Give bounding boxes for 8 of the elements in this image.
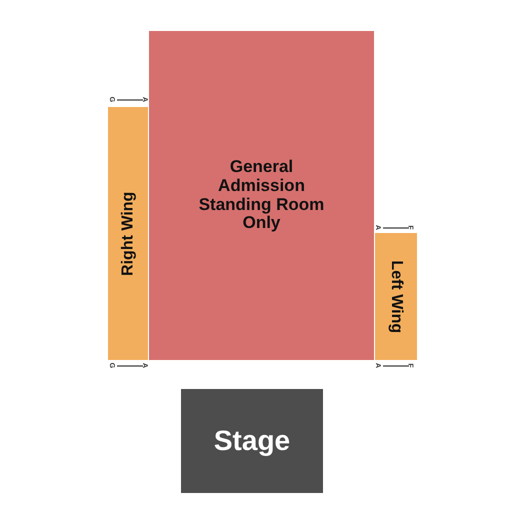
seating-section	[108, 107, 148, 360]
general-admission-area	[149, 31, 374, 360]
stage-block	[181, 389, 323, 493]
section-label: Left Wing	[387, 260, 405, 333]
section-label: Right Wing	[119, 191, 137, 276]
stage-label: Stage	[214, 426, 290, 456]
seating-section	[375, 233, 417, 360]
section-label: General Admission Standing Room Only	[198, 158, 326, 233]
